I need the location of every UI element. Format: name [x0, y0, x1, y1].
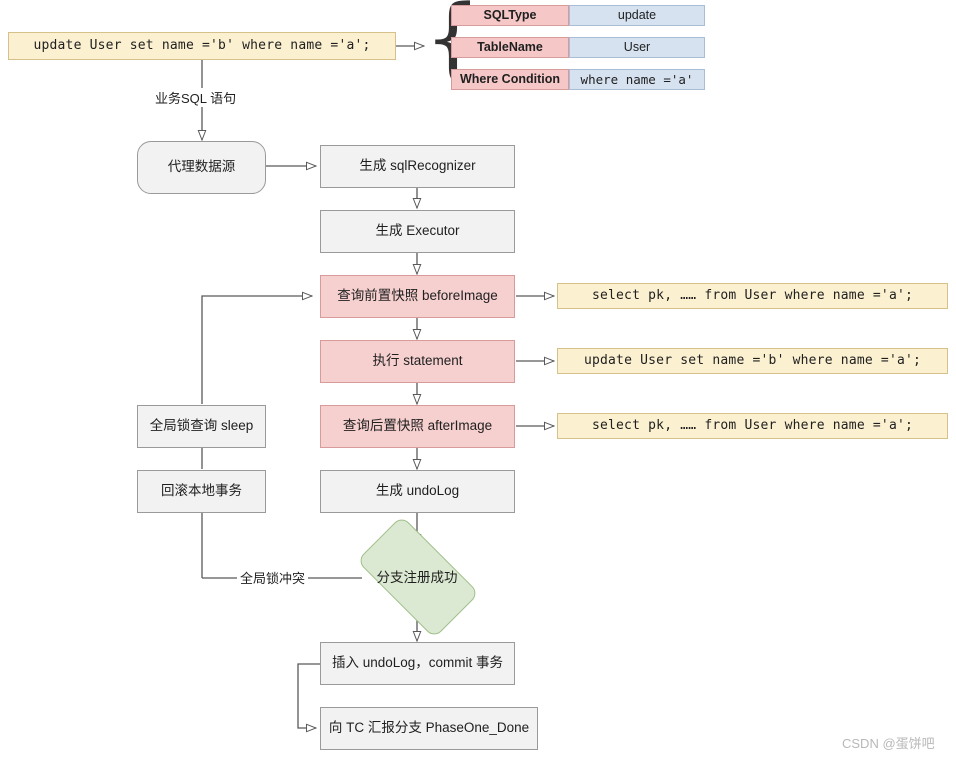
parse-table-value-wherecondition: where name ='a' — [569, 69, 705, 90]
edge-label-global-lock-conflict: 全局锁冲突 — [237, 568, 309, 587]
node-sql-recognizer: 生成 sqlRecognizer — [320, 145, 515, 188]
node-global-lock-sleep: 全局锁查询 sleep — [137, 405, 266, 448]
node-after-image: 查询后置快照 afterImage — [320, 405, 515, 448]
node-report-tc-phaseone-done: 向 TC 汇报分支 PhaseOne_Done — [320, 707, 538, 750]
node-rollback-local-transaction: 回滚本地事务 — [137, 470, 266, 513]
node-proxy-datasource: 代理数据源 — [137, 141, 266, 194]
node-branch-register-wrap: 分支注册成功 — [356, 515, 480, 639]
parse-table-key-wherecondition: Where Condition — [451, 69, 569, 90]
node-before-image: 查询前置快照 beforeImage — [320, 275, 515, 318]
parse-table-value-sqltype: update — [569, 5, 705, 26]
business-sql-text: update User set name ='b' where name ='a… — [33, 38, 371, 54]
node-execute-statement: 执行 statement — [320, 340, 515, 383]
note-select-after-image: select pk, …… from User where name ='a'; — [557, 413, 948, 439]
csdn-watermark: CSDN @蛋饼吧 — [842, 736, 935, 751]
node-insert-undolog-commit: 插入 undoLog，commit 事务 — [320, 642, 515, 685]
parse-table-key-sqltype: SQLType — [451, 5, 569, 26]
node-branch-register-label: 分支注册成功 — [376, 570, 458, 585]
note-update-statement: update User set name ='b' where name ='a… — [557, 348, 948, 374]
edge-label-business-sql: 业务SQL 语句 — [152, 88, 240, 107]
business-sql-box: update User set name ='b' where name ='a… — [8, 32, 396, 60]
parse-table-key-tablename: TableName — [451, 37, 569, 58]
node-executor: 生成 Executor — [320, 210, 515, 253]
parse-table-value-tablename: User — [569, 37, 705, 58]
node-generate-undolog: 生成 undoLog — [320, 470, 515, 513]
note-select-before-image: select pk, …… from User where name ='a'; — [557, 283, 948, 309]
